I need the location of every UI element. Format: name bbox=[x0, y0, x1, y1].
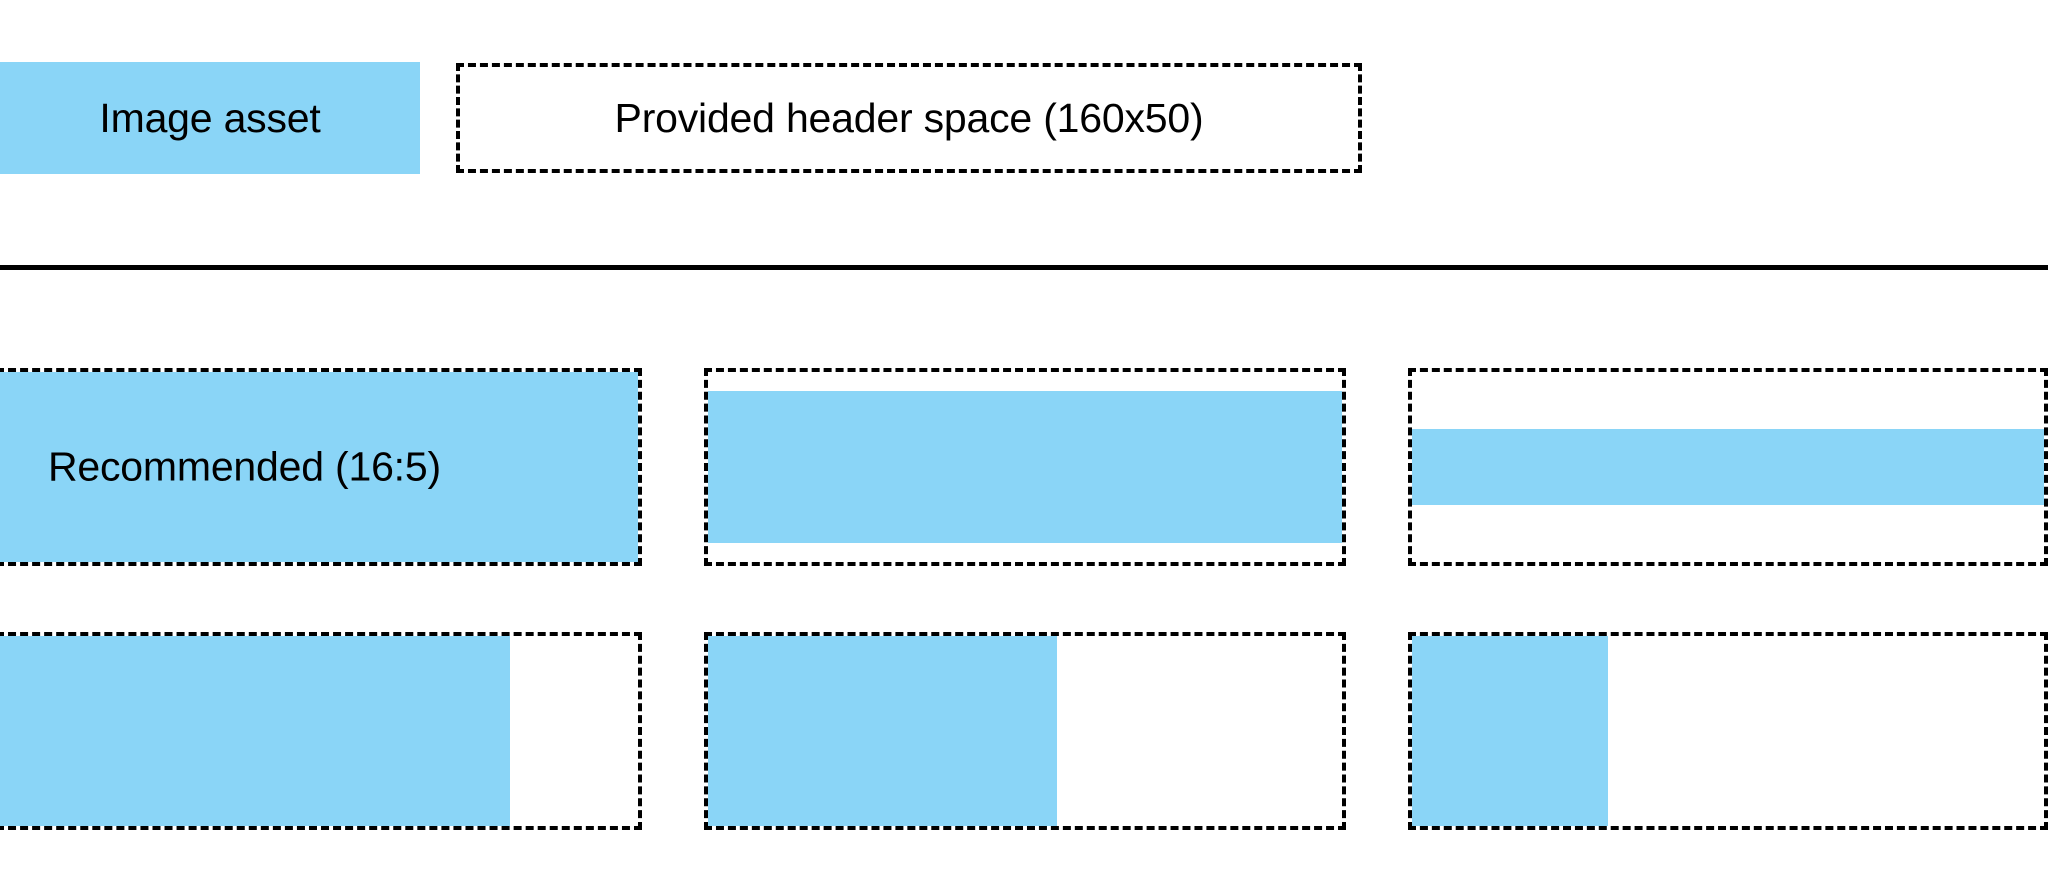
section-divider bbox=[0, 265, 2048, 270]
ratio-fill-narrow-55 bbox=[708, 636, 1057, 826]
ratio-box-narrow-fill-31 bbox=[1408, 632, 2048, 830]
ratio-box-narrow-fill-80 bbox=[0, 632, 642, 830]
ratio-fill-narrow-80 bbox=[0, 636, 511, 826]
ratio-box-narrow-fill-55 bbox=[704, 632, 1346, 830]
recommended-label: Recommended (16:5) bbox=[48, 443, 441, 490]
ratio-fill-narrow-31 bbox=[1412, 636, 1608, 826]
provided-header-space-box: Provided header space (160x50) bbox=[456, 63, 1362, 173]
provided-header-space-label: Provided header space (160x50) bbox=[614, 94, 1204, 141]
ratio-fill-wide-inset-vertical-large bbox=[1412, 429, 2044, 505]
ratio-box-wide-inset-vertical-large bbox=[1408, 368, 2048, 566]
image-asset-swatch: Image asset bbox=[0, 62, 420, 174]
ratio-box-recommended-16-5: Recommended (16:5) bbox=[0, 368, 642, 566]
ratio-fill-recommended bbox=[0, 372, 638, 562]
ratio-box-wide-inset-vertical bbox=[704, 368, 1346, 566]
ratio-fill-wide-inset-vertical bbox=[708, 391, 1342, 543]
image-asset-label: Image asset bbox=[99, 94, 321, 141]
header-legend-row: Image asset Provided header space (160x5… bbox=[0, 62, 2048, 174]
